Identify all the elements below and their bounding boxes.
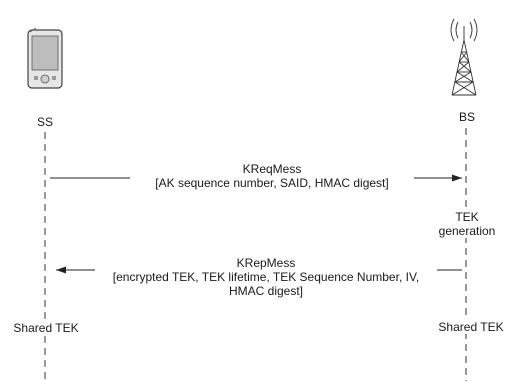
tek-generation-label: TEK generation: [432, 210, 502, 238]
bs-label: BS: [458, 110, 475, 124]
tek-generation-line1: TEK: [455, 210, 479, 224]
kreqmess-label: KReqMess [AK sequence number, SAID, HMAC…: [130, 162, 414, 190]
krepmess-name: KRepMess: [236, 256, 296, 270]
kreqmess-params: [AK sequence number, SAID, HMAC digest]: [155, 176, 389, 190]
krepmess-params-cont: HMAC digest]: [228, 284, 304, 298]
ss-shared-tek-label: Shared TEK: [6, 321, 86, 335]
tek-generation-line2: generation: [438, 224, 496, 238]
krepmess-params: [encrypted TEK, TEK lifetime, TEK Sequen…: [112, 270, 420, 284]
bs-shared-tek-label: Shared TEK: [431, 320, 511, 334]
kreqmess-name: KReqMess: [242, 162, 302, 176]
krepmess-label: KRepMess [encrypted TEK, TEK lifetime, T…: [95, 256, 437, 298]
ss-label: SS: [36, 115, 53, 129]
cell-tower-icon: [450, 18, 478, 96]
handheld-device-icon: [27, 27, 63, 89]
